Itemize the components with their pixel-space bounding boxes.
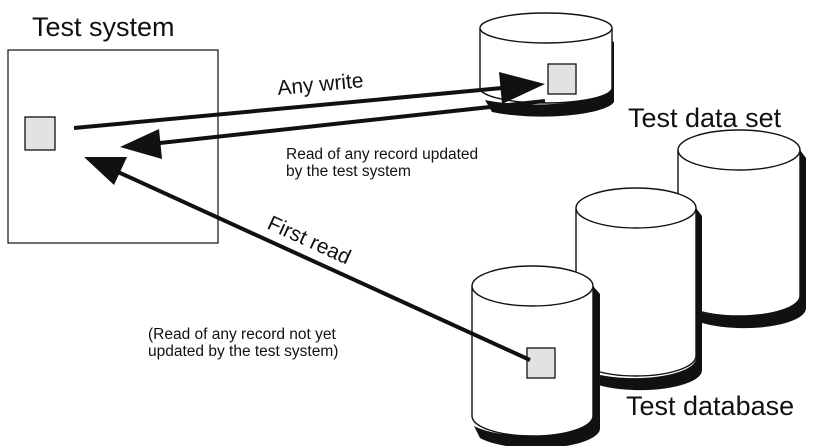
test-data-set-cylinder [479, 12, 614, 117]
test-data-set-record [547, 63, 577, 95]
test-system-record [24, 116, 56, 151]
test-database-cylinder-back [677, 129, 807, 329]
any-write-arrow [73, 72, 545, 130]
test-database-title: Test database [626, 391, 794, 421]
test-data-set-title: Test data set [628, 103, 782, 133]
first-read-note-line2: updated by the test system) [148, 343, 338, 360]
read-updated-label-line1: Read of any record updated [286, 146, 478, 163]
any-write-label: Any write [276, 69, 364, 100]
read-updated-label-line2: by the test system [286, 163, 411, 180]
first-read-note-line1: (Read of any record not yet [148, 326, 337, 343]
test-system-title: Test system [32, 12, 175, 42]
read-updated-record-arrow [120, 99, 546, 159]
first-read-arrow [84, 157, 531, 362]
test-database-record [526, 347, 556, 379]
